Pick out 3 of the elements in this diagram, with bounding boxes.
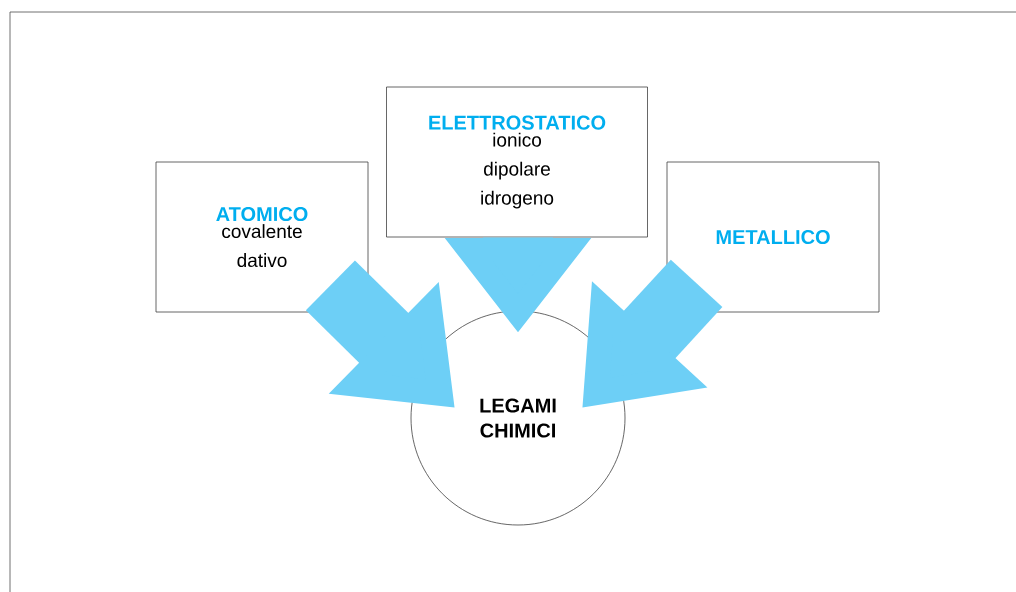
category-box: ELETTROSTATICO ionico dipolare idrogeno — [386, 86, 648, 238]
category-box: METALLICO — [666, 161, 880, 313]
category-box: ATOMICO covalente dativo — [155, 161, 369, 313]
